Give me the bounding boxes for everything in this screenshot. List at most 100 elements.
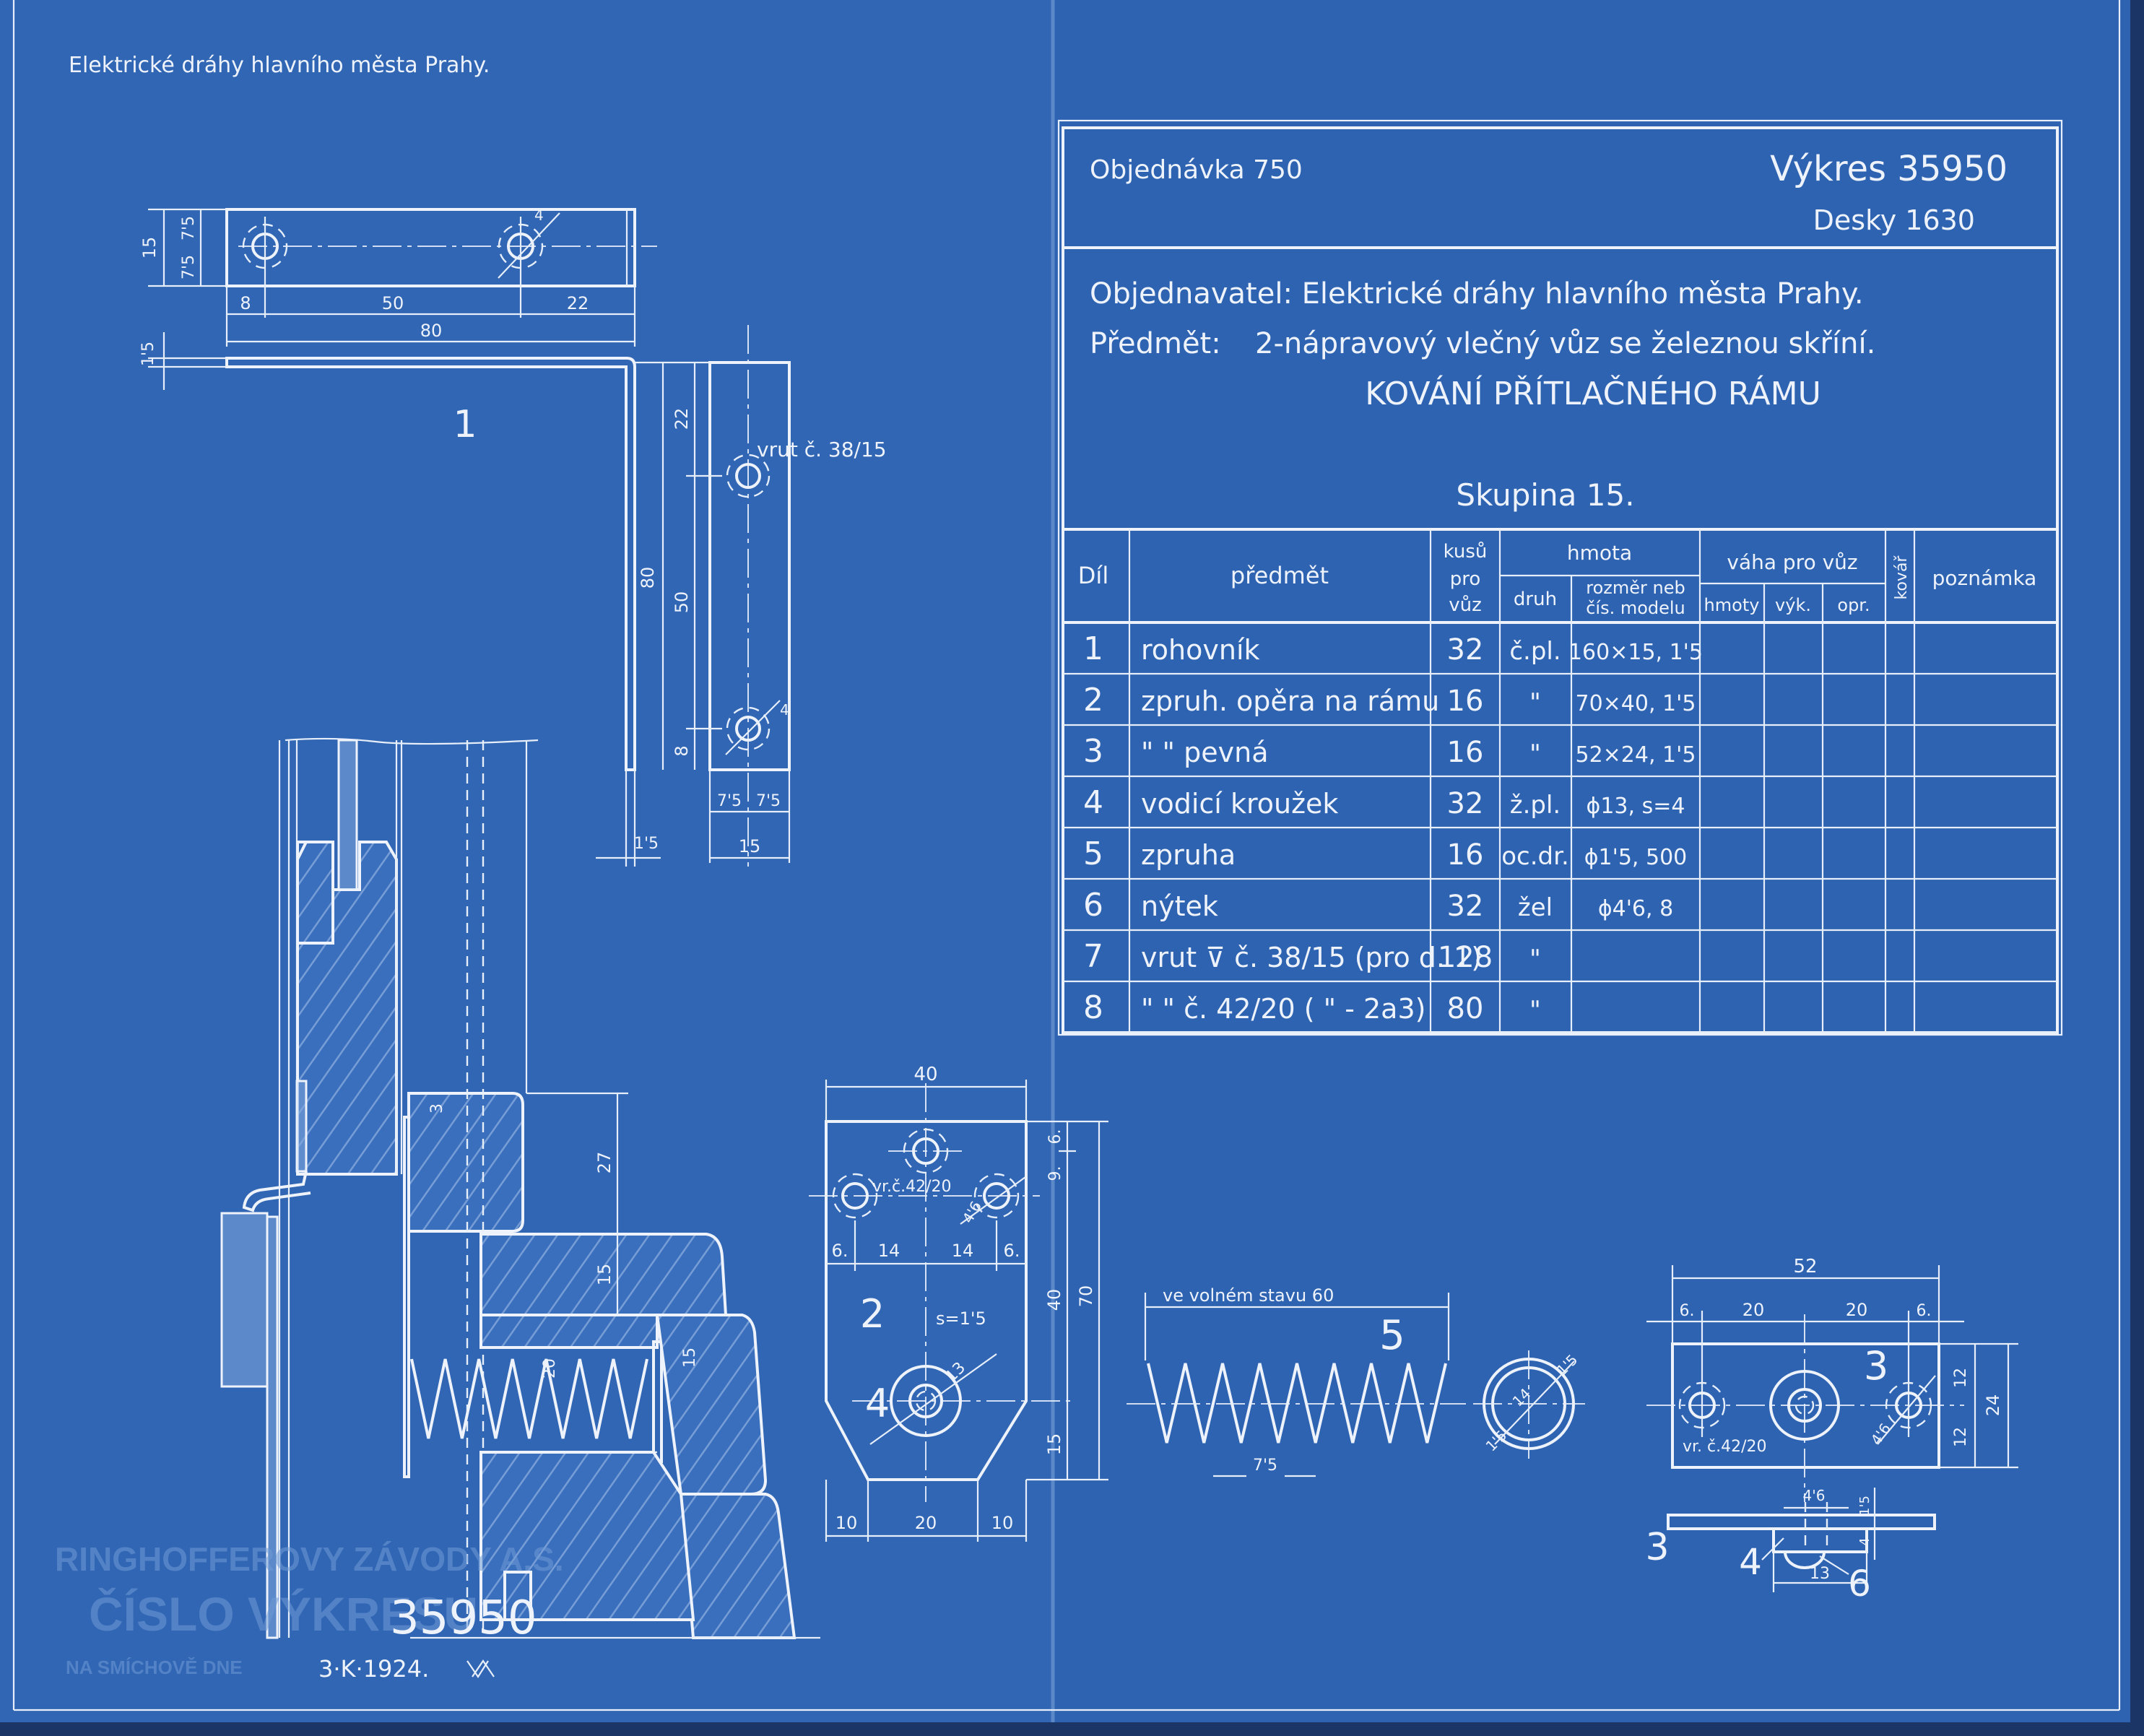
header-part: Díl <box>1078 562 1108 589</box>
assembly-section: 3 27 15 20 15 <box>220 737 820 1639</box>
dim-label: 9. <box>1046 1166 1064 1181</box>
dim-label: 40 <box>1044 1289 1064 1311</box>
header-weight-forging: výk. <box>1775 595 1811 615</box>
dim-label: 14 <box>878 1241 900 1261</box>
header-material: hmota <box>1567 541 1632 565</box>
dim-label: 50 <box>382 293 404 313</box>
part3-drawing: 52 6. 20 20 6. 12 12 24 4'6 3 vr. č.42/2… <box>1645 1256 2018 1605</box>
table-cell-item: zpruha <box>1141 839 1236 871</box>
table-cell-part: 2 <box>1083 682 1103 719</box>
subject-label: Předmět: <box>1090 327 1221 360</box>
header-kind: druh <box>1514 589 1557 610</box>
plates-number: Desky 1630 <box>1813 204 1975 236</box>
subject-line: 2-nápravový vlečný vůz se železnou skřín… <box>1255 327 1875 360</box>
dim-label: 20 <box>1742 1300 1765 1320</box>
hole-icon <box>1895 1392 1922 1419</box>
stamp-company: RINGHOFFEROVY ZÁVODY A.S. <box>55 1540 564 1578</box>
table-cell-size: ϕ4'6, 8 <box>1598 896 1673 921</box>
table-cell-size: 52×24, 1'5 <box>1576 742 1696 768</box>
table-cell-kind: ž.pl. <box>1510 791 1561 820</box>
dim-label: 12 <box>1952 1427 1970 1447</box>
rod <box>337 739 358 891</box>
table-cell-item: " " č. 42/20 ( " - 2a3) <box>1141 993 1425 1025</box>
stamp-place: NA SMÍCHOVĚ DNE <box>66 1657 243 1678</box>
table-cell-item: " " pevná <box>1141 737 1268 768</box>
stamp-date: 3·K·1924. <box>318 1655 429 1683</box>
table-cell-kind: " <box>1529 996 1541 1025</box>
header-smith: kovář <box>1893 555 1911 600</box>
table-cell-qty: 16 <box>1447 838 1484 872</box>
table-cell-kind: " <box>1529 739 1541 768</box>
table-cell-qty: 128 <box>1438 941 1493 974</box>
drawing-number: Výkres 35950 <box>1770 149 2008 189</box>
dim-label: 13 <box>1810 1565 1830 1583</box>
table-cell-qty: 16 <box>1447 736 1484 769</box>
hole-icon <box>912 1137 939 1165</box>
table-cell-part: 1 <box>1083 630 1103 667</box>
dim-label: 8 <box>240 293 251 313</box>
dim-label: 40 <box>913 1064 937 1085</box>
table-cell-size: ϕ13, s=4 <box>1587 794 1685 819</box>
dim-label: 15 <box>739 836 761 856</box>
table-cell-size: 160×15, 1'5 <box>1568 640 1703 665</box>
dim-label: 70 <box>1076 1285 1096 1308</box>
stamp-drawing-label: ČÍSLO VÝKRESU <box>89 1587 478 1641</box>
dim-label: 7'5 <box>1253 1457 1277 1475</box>
table-cell-part: 6 <box>1083 887 1103 924</box>
screw-note: vrut č. 38/15 <box>757 438 887 461</box>
table-cell-item: rohovník <box>1141 634 1260 666</box>
dim-label: 24 <box>1983 1394 2003 1417</box>
group-label: Skupina 15. <box>1456 477 1634 513</box>
hole-icon <box>735 716 761 742</box>
dim-label: 6. <box>1917 1302 1932 1320</box>
order-number: Objednávka 750 <box>1090 155 1303 185</box>
header-size-1: rozměr neb <box>1586 578 1685 598</box>
part5-label: 5 <box>1379 1312 1405 1359</box>
customer-line: Objednavatel: Elektrické dráhy hlavního … <box>1090 277 1864 311</box>
table-cell-item: vodicí kroužek <box>1141 788 1338 820</box>
header-qty-2: pro <box>1450 568 1481 590</box>
hole-icon <box>1688 1392 1716 1419</box>
dim-label: 22 <box>672 408 692 430</box>
spring-coil <box>1147 1363 1447 1444</box>
table-cell-kind: " <box>1529 945 1541 973</box>
table-cell-kind: č.pl. <box>1509 637 1561 666</box>
header-weight-machined: opr. <box>1837 595 1870 615</box>
dim-label: 7'5 <box>717 792 742 810</box>
drawing-title: KOVÁNÍ PŘÍTLAČNÉHO RÁMU <box>1365 374 1821 412</box>
hole-icon <box>841 1182 869 1210</box>
table-cell-item: zpruh. opěra na rámu <box>1141 685 1439 717</box>
table-cell-kind: oc.dr. <box>1501 842 1569 871</box>
dim-label: 3 <box>428 1103 446 1114</box>
dim-label: 7'5 <box>756 792 781 810</box>
header-weight-material: hmoty <box>1704 595 1760 615</box>
hole-icon <box>983 1182 1010 1210</box>
table-cell-qty: 32 <box>1447 633 1484 667</box>
part2-screw-note: vr.č.42/20 <box>872 1178 952 1196</box>
dim-label: 4 <box>780 701 789 719</box>
header-size-2: čís. modelu <box>1586 598 1685 618</box>
table-cell-part: 4 <box>1083 784 1103 821</box>
part2-thickness: s=1'5 <box>936 1308 986 1329</box>
dim-label: 20 <box>541 1358 559 1379</box>
table-cell-size: 70×40, 1'5 <box>1576 691 1696 716</box>
section-label-4: 4 <box>1739 1541 1762 1583</box>
dim-label: 12 <box>1952 1368 1970 1388</box>
table-cell-part: 7 <box>1083 938 1103 975</box>
dim-label: 1'5 <box>139 342 157 366</box>
dim-label: 80 <box>638 567 658 589</box>
hole-icon <box>735 463 761 489</box>
spring-coil <box>410 1358 648 1439</box>
header-weight: váha pro vůz <box>1727 550 1857 574</box>
dim-label: 10 <box>836 1513 858 1533</box>
header-qty-3: vůz <box>1449 594 1482 616</box>
dim-label: 50 <box>672 591 692 614</box>
table-cell-qty: 32 <box>1447 787 1484 820</box>
table-cell-kind: " <box>1529 688 1541 717</box>
table-cell-qty: 80 <box>1447 992 1484 1025</box>
table-cell-qty: 16 <box>1447 685 1484 718</box>
dim-label: 10 <box>991 1513 1014 1533</box>
spring-free-length: ve volném stavu 60 <box>1163 1285 1334 1306</box>
part2-label: 2 <box>860 1291 885 1337</box>
manufacturer-stamp: RINGHOFFEROVY ZÁVODY A.S. ČÍSLO VÝKRESU … <box>55 1540 564 1683</box>
